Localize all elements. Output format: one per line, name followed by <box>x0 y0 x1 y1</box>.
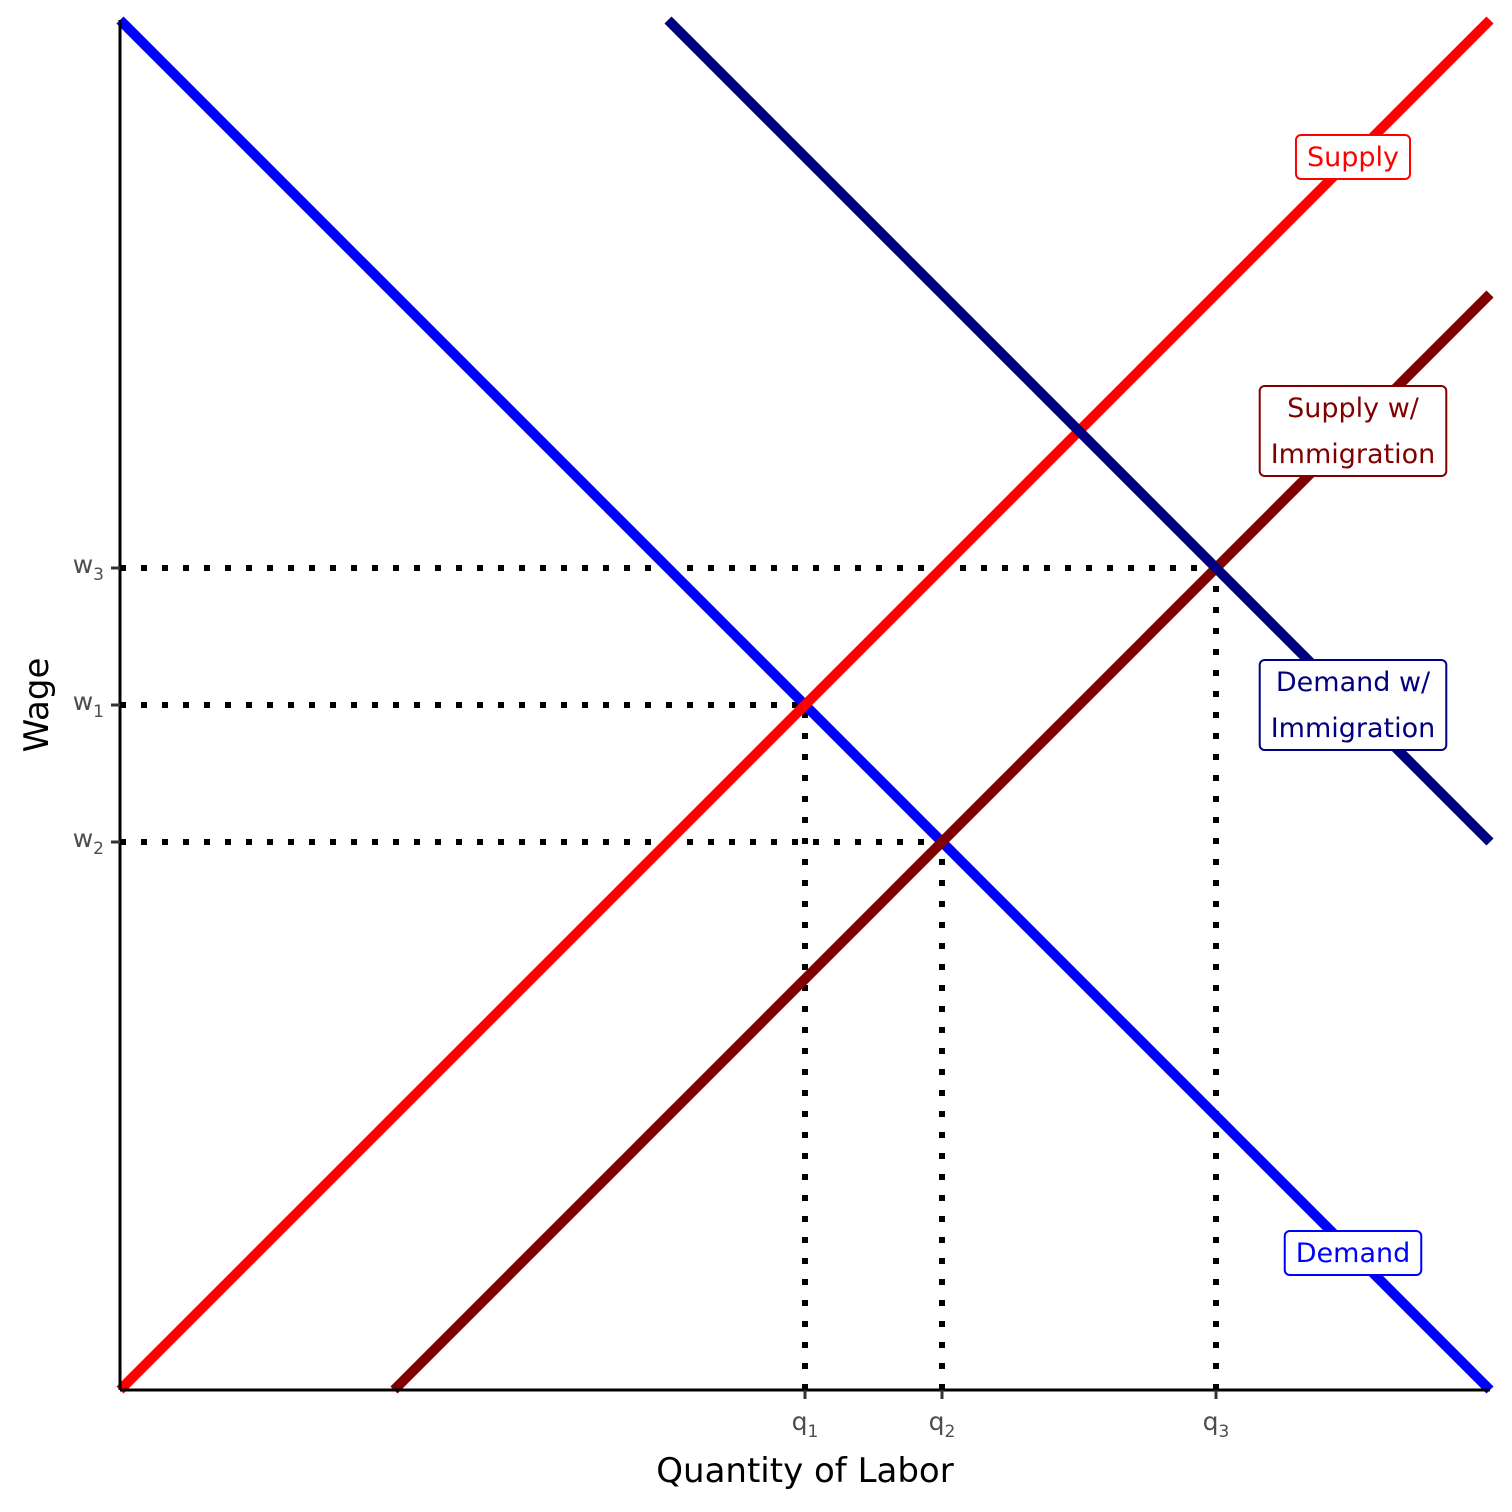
x-axis-title: Quantity of Labor <box>656 1451 953 1491</box>
curve-label-box <box>1294 134 1412 180</box>
curve-label-line: Demand <box>1296 1238 1411 1269</box>
y-axis-title: Wage <box>17 658 57 753</box>
curve-label-supply-imm: Supply w/Immigration <box>1258 385 1448 477</box>
x-tick-label-q3: q3 <box>1203 1407 1230 1442</box>
curve-label-line: Supply <box>1307 142 1399 173</box>
y-tick-label-w1: w1 <box>73 687 104 722</box>
curve-label-supply: Supply <box>1294 134 1412 180</box>
ticks: q1 q2 q3 w3 w1 w2 <box>73 550 1230 1442</box>
y-tick-label-w3: w3 <box>73 550 104 585</box>
curve-supply <box>116 16 1494 1394</box>
curve-label-line: Immigration <box>1271 439 1436 470</box>
curve-label-line: Supply w/ <box>1287 393 1420 424</box>
curve-label-box <box>1258 659 1448 751</box>
y-tick-label-w2: w2 <box>73 824 104 859</box>
curve-label-demand: Demand <box>1283 1230 1423 1276</box>
curve-label-line: Demand w/ <box>1276 667 1431 698</box>
curve-label-box <box>1258 385 1448 477</box>
x-tick-label-q2: q2 <box>929 1407 956 1442</box>
curve-label-box <box>1283 1230 1423 1276</box>
guide-lines <box>120 565 1219 1390</box>
curve-label-demand-imm: Demand w/Immigration <box>1258 659 1448 751</box>
x-tick-label-q1: q1 <box>792 1407 819 1442</box>
curve-label-line: Immigration <box>1271 713 1436 744</box>
